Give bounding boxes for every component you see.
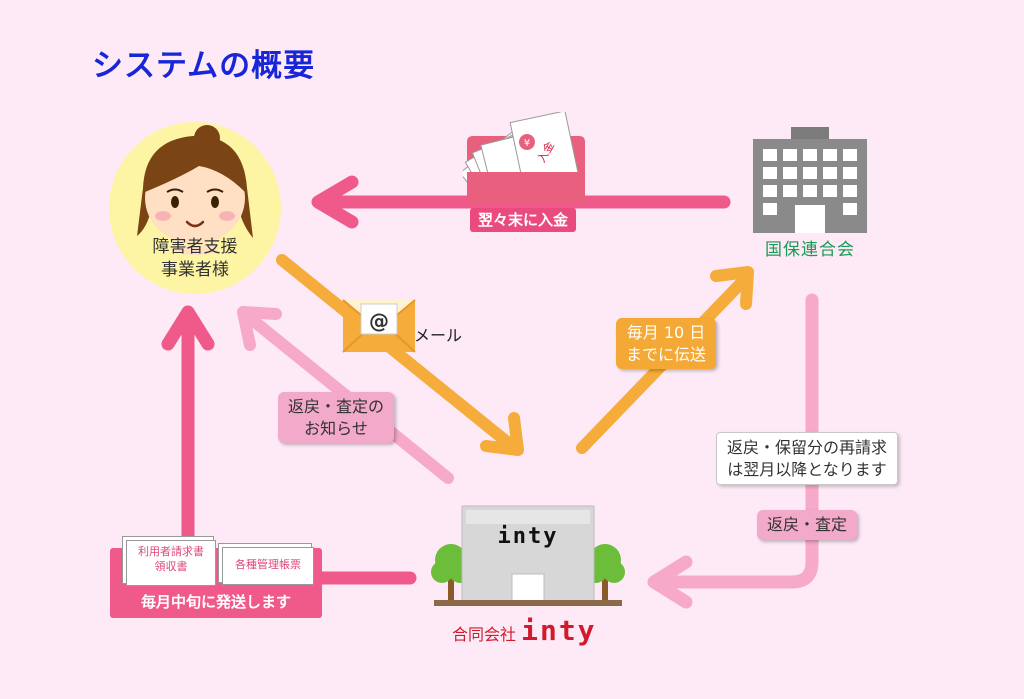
- doc-management: 各種管理帳票: [222, 547, 314, 585]
- transmit-line1: 毎月 10 日: [626, 323, 706, 342]
- return-notice-line1: 返戻・査定の: [288, 397, 385, 416]
- company-label: 合同会社 inty: [452, 614, 597, 647]
- arrow-docs-to-business: [161, 305, 215, 552]
- return-notice-line2: お知らせ: [304, 418, 368, 438]
- building-icon: [753, 127, 867, 233]
- envelope-stamp-text: ¥: [524, 138, 530, 149]
- business-label-line1: 障害者支援: [152, 237, 238, 257]
- return-assess-label: 返戻・査定: [757, 510, 858, 540]
- arrow-mail: [276, 254, 524, 456]
- svg-text:@: @: [369, 309, 389, 333]
- doc-invoice: 利用者請求書 領収書: [126, 540, 216, 586]
- doc-invoice-line2: 領収書: [154, 559, 188, 573]
- company-name: inty: [521, 614, 597, 647]
- business-label-line2: 事業者様: [161, 259, 229, 280]
- transmit-label: 毎月 10 日 までに伝送: [616, 318, 717, 370]
- money-envelope-icon: ¥ 入金: [463, 112, 585, 204]
- woman-avatar-icon: [109, 122, 281, 294]
- rebill-line2: は翌月以降となります: [727, 459, 887, 479]
- business-label: 障害者支援 事業者様: [127, 236, 263, 282]
- federation-label: 国保連合会: [765, 240, 855, 260]
- transmit-line2: までに伝送: [626, 344, 707, 364]
- page-title: システムの概要: [92, 48, 316, 84]
- company-building-icon: [431, 505, 625, 606]
- doc-invoice-line1: 利用者請求書: [138, 545, 204, 558]
- tree-icon: [431, 544, 471, 602]
- doc-management-label: 各種管理帳票: [235, 558, 301, 571]
- monthly-send-label: 毎月中旬に発送します: [140, 593, 291, 611]
- company-prefix: 合同会社: [452, 625, 517, 644]
- envelope-mail-icon: @: [342, 299, 416, 353]
- payment-label: 翌々末に入金: [470, 208, 577, 233]
- mail-label: メール: [414, 326, 463, 345]
- rebill-note: 返戻・保留分の再請求 は翌月以降となります: [716, 432, 899, 486]
- arrow-return-assess: [647, 293, 819, 609]
- yen-stamp-icon: [519, 134, 535, 150]
- company-sign: inty: [497, 524, 559, 549]
- return-notice-label: 返戻・査定の お知らせ: [278, 392, 395, 444]
- rebill-line1: 返戻・保留分の再請求: [727, 438, 888, 457]
